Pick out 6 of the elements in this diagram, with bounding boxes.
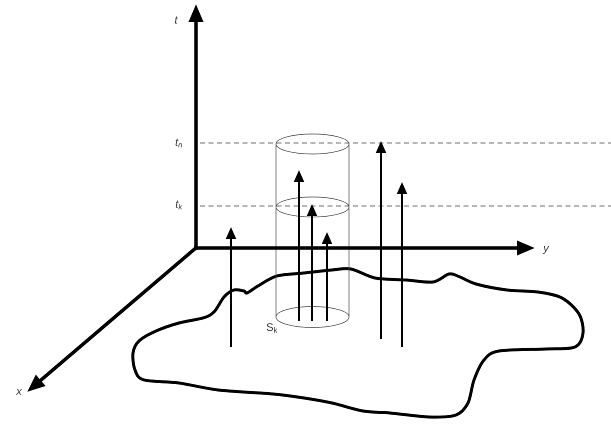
- axis-label: y: [542, 246, 550, 254]
- area-label: S$_{k}$: [266, 323, 278, 333]
- level-label: t$_{n}$: [176, 138, 182, 148]
- level-label: t$_{k}$: [176, 200, 183, 210]
- axis-label: t: [174, 16, 178, 24]
- axis-label: x: [16, 389, 22, 395]
